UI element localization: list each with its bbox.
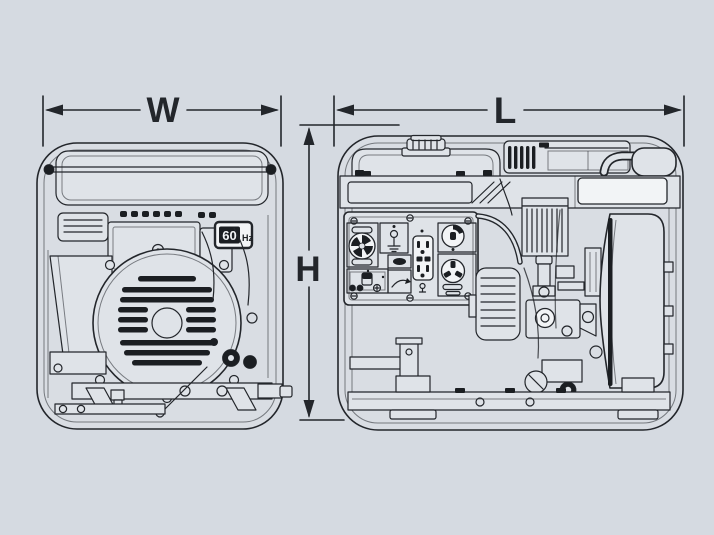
- breaker-subpanel: [346, 268, 389, 294]
- length-label: L: [494, 90, 517, 131]
- tank-strap-rod: [43, 164, 277, 175]
- cylinder-fins: [521, 197, 569, 257]
- twist-lock-outlet: [437, 253, 477, 297]
- frequency-badge: 60 Hz: [213, 220, 253, 250]
- muffler: [599, 147, 677, 177]
- crankcase: [524, 299, 603, 399]
- width-label: W: [146, 91, 179, 130]
- voltage-selector-dial: [346, 222, 379, 268]
- gfci-ground-mark: [418, 282, 427, 293]
- valve-cover-bolts: [120, 211, 216, 218]
- fuel-cap: [401, 134, 451, 157]
- front-fuel-tank: [43, 150, 277, 206]
- alternator-fan-cover: [92, 248, 242, 404]
- air-cleaner: [468, 267, 521, 341]
- generator-front-view: 60 Hz: [36, 142, 293, 430]
- choke-cell: [387, 254, 412, 269]
- side-base-assembly: [347, 375, 671, 420]
- side-fuel-tank: [351, 134, 501, 180]
- front-base-assembly: [49, 351, 293, 418]
- flywheel-shroud: [599, 213, 674, 389]
- round-receptacle: [437, 222, 477, 253]
- frequency-unit: Hz: [242, 233, 253, 243]
- height-dimension-arrow: H: [295, 124, 400, 421]
- height-label: H: [295, 250, 320, 289]
- engine-assembly: [468, 178, 674, 399]
- frequency-value: 60: [222, 228, 236, 243]
- top-rail: [339, 170, 681, 209]
- ground-symbol-icon: [379, 222, 409, 254]
- width-dimension-arrow: W: [42, 91, 282, 147]
- fuel-valve-and-cables: [201, 227, 258, 369]
- fuel-pump: [532, 247, 602, 298]
- gfci-outlet: [412, 229, 434, 293]
- blank-label-panel: [577, 177, 668, 205]
- length-dimension-arrow: L: [333, 90, 685, 147]
- generator-side-view: [337, 134, 684, 431]
- alternator-vent-slots: [118, 276, 216, 366]
- control-panel: [343, 211, 479, 306]
- air-filter-box: [57, 212, 109, 242]
